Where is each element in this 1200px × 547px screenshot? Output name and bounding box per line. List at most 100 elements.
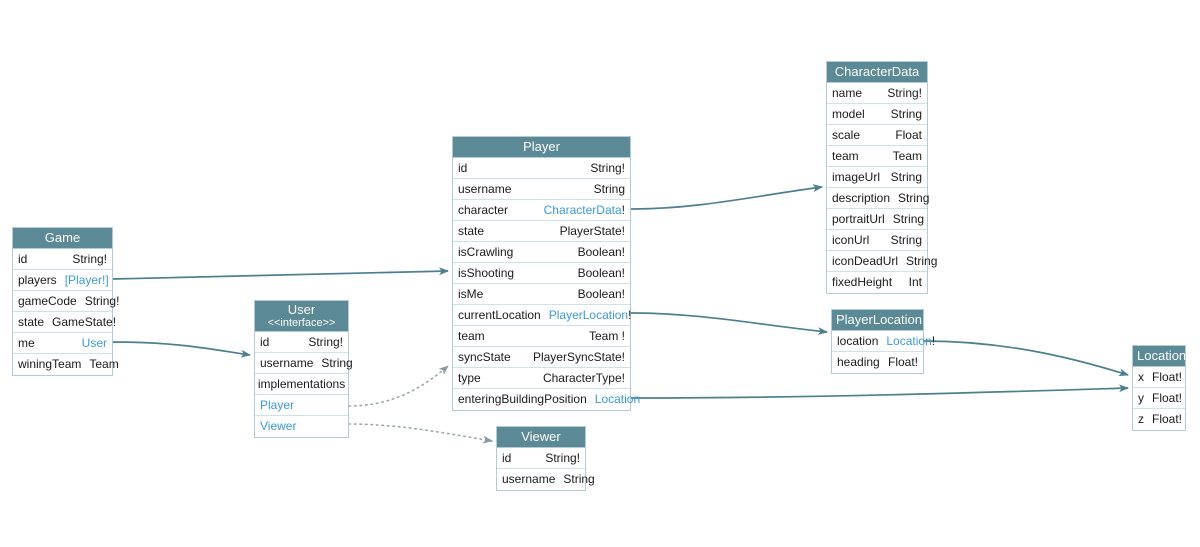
field-name: isMe — [458, 286, 484, 301]
field-name: id — [260, 334, 270, 349]
field-type: String — [898, 190, 930, 205]
field-name: team — [458, 328, 485, 343]
edge-user-implements-viewer — [348, 423, 493, 444]
field-type: GameState! — [52, 314, 117, 329]
field-row[interactable]: gameCode String! — [13, 291, 119, 312]
field-row[interactable]: z Float! — [1133, 409, 1185, 430]
implementation-name: Player — [260, 397, 295, 412]
field-type: Team ! — [588, 328, 625, 343]
field-type: PlayerLocation! — [548, 307, 632, 322]
entity-title-user: User<<interface>> — [255, 301, 348, 332]
edge-player-enteringbuildingposition-to-location — [630, 384, 1129, 399]
field-name: character — [458, 202, 509, 217]
field-type: Location! — [886, 333, 936, 348]
field-name: fixedHeight — [832, 275, 893, 289]
field-type: Boolean! — [577, 286, 625, 301]
field-row[interactable]: players[Player!] — [13, 270, 112, 291]
field-row[interactable]: description String — [827, 188, 930, 209]
field-type: Team — [892, 148, 922, 163]
field-name: id — [502, 450, 512, 465]
entity-title-viewer: Viewer — [497, 427, 585, 448]
field-type: String! — [84, 293, 120, 308]
field-name: gameCode — [18, 293, 77, 308]
field-name: z — [1138, 412, 1144, 426]
field-name: location — [837, 333, 879, 348]
field-name: scale — [832, 127, 861, 142]
field-type: String — [563, 472, 595, 486]
field-row[interactable]: fixedHeight Int — [827, 272, 927, 293]
implementation-viewer[interactable]: Viewer — [255, 416, 348, 437]
field-row[interactable]: id String! — [497, 448, 585, 469]
field-name: description — [832, 190, 891, 205]
entity-title-game: Game — [13, 228, 112, 249]
entity-name: Viewer — [521, 429, 561, 444]
field-type: Boolean! — [577, 244, 625, 259]
field-name: isShooting — [458, 265, 515, 280]
field-name: winingTeam — [18, 357, 82, 371]
implementation-player[interactable]: Player — [255, 395, 348, 416]
entity-title-player: Player — [453, 137, 630, 158]
entity-title-location: Location — [1133, 346, 1185, 367]
field-name: username — [458, 181, 512, 196]
entity-name: User — [287, 302, 316, 317]
field-name: name — [832, 85, 863, 100]
field-type: String — [321, 355, 353, 370]
edge-game-players-to-player — [112, 267, 449, 280]
field-name: syncState — [458, 349, 511, 364]
field-type: Int — [908, 275, 922, 289]
field-name: me — [18, 335, 35, 350]
field-type: Float! — [887, 355, 918, 369]
implementations-label-text: implementations — [257, 376, 346, 391]
field-type: String — [906, 253, 938, 268]
edge-game-me-to-user — [112, 341, 251, 358]
field-name: id — [18, 251, 28, 266]
field-type: [Player!] — [64, 272, 109, 287]
entity-stereotype: <<interface>> — [267, 317, 336, 329]
field-type: String! — [545, 450, 580, 465]
field-row[interactable]: isMe Boolean! — [453, 284, 630, 305]
edge-player-currentlocation-to-playerlocation — [630, 312, 828, 336]
field-name: x — [1138, 369, 1144, 384]
field-row[interactable]: team Team ! — [453, 326, 630, 347]
field-name: heading — [837, 355, 880, 369]
field-row[interactable]: heading Float! — [832, 352, 923, 373]
field-row[interactable]: location Location! — [832, 331, 935, 352]
field-type: Float! — [1152, 412, 1183, 426]
field-type: String — [892, 211, 925, 226]
field-type: PlayerState! — [559, 223, 625, 238]
